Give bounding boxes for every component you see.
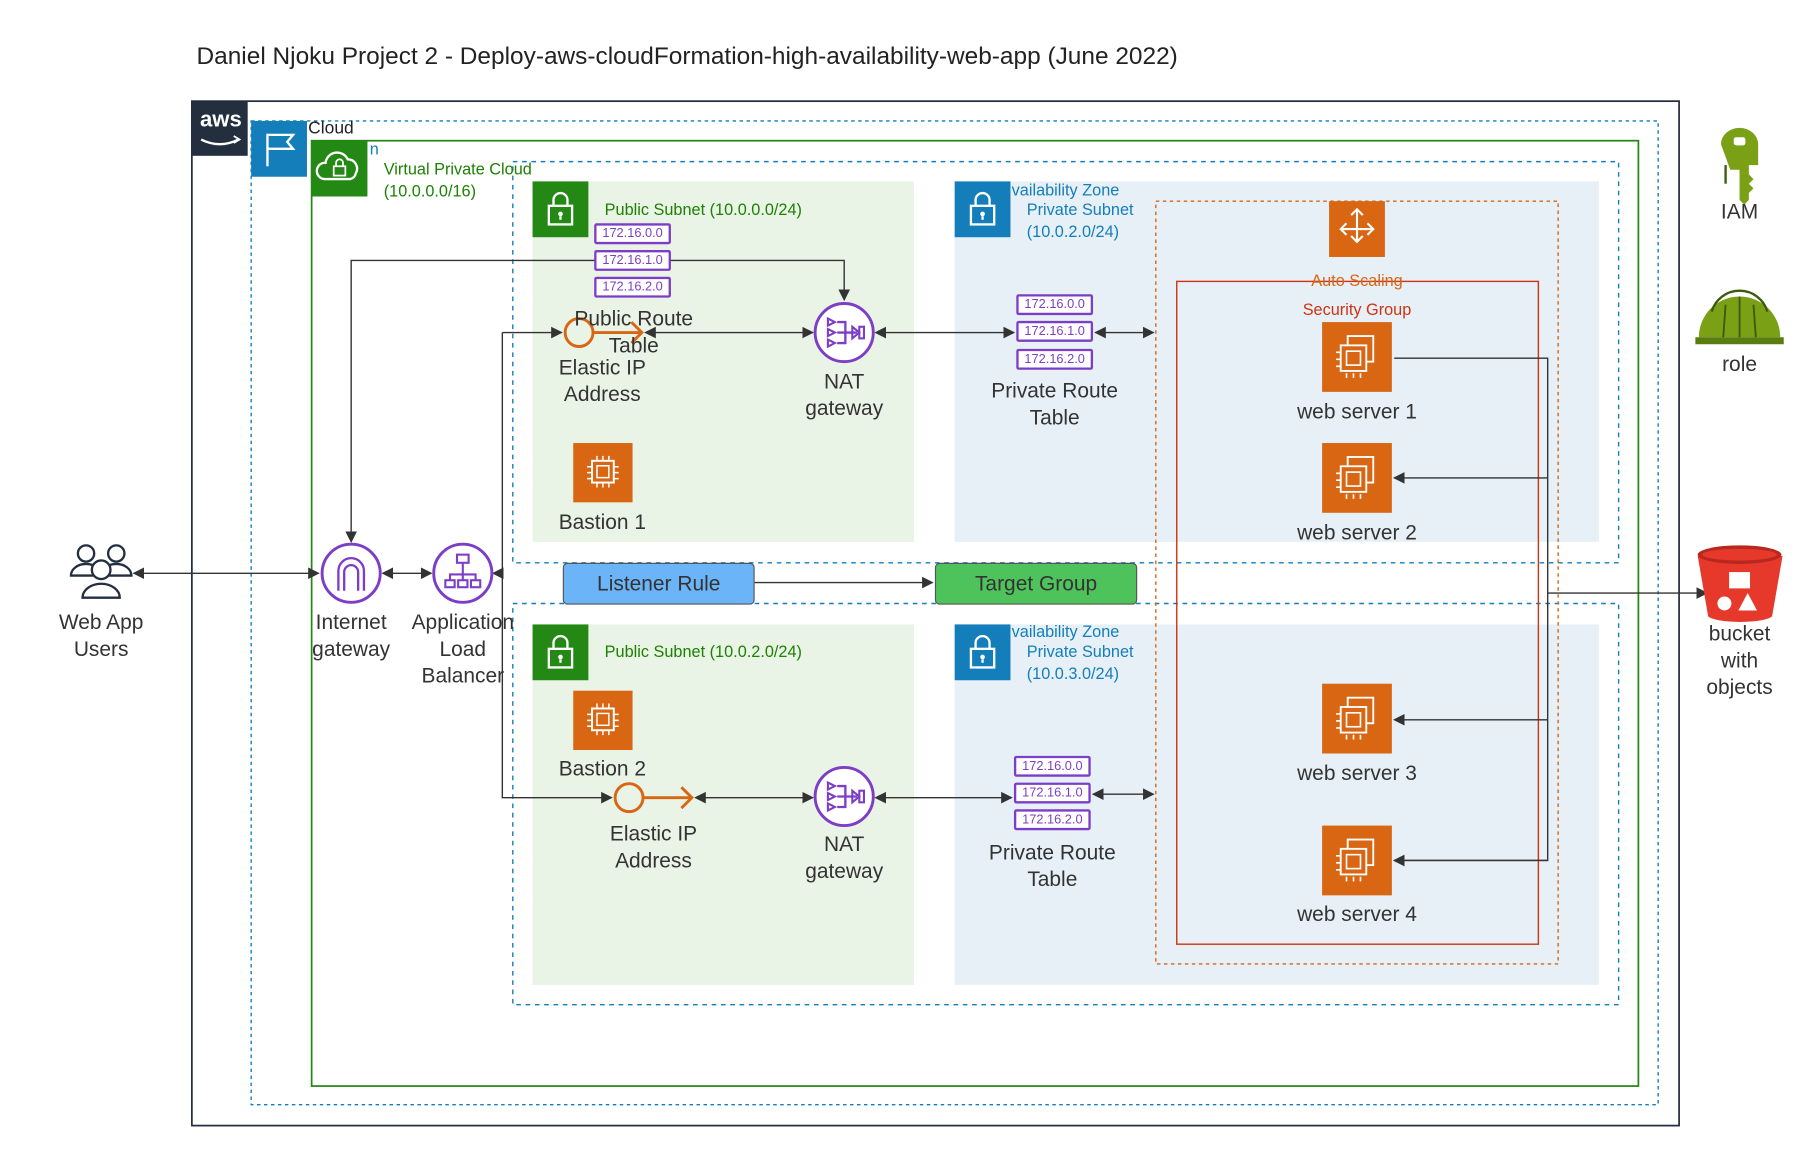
availability-zone-1-label: vailability Zone [1011, 180, 1120, 199]
load-balancer-icon [432, 542, 494, 604]
cloud-label: Cloud [308, 118, 354, 139]
private-subnet-2-label: Private Subnet (10.0.3.0/24) [1026, 641, 1134, 683]
web-server-3-label: web server 3 [1297, 761, 1417, 785]
private-subnet-1-label: Private Subnet (10.0.2.0/24) [1026, 200, 1134, 241]
bastion-2-label: Bastion 2 [558, 756, 646, 781]
elastic-ip-2-label: Elastic IP Address [609, 822, 698, 873]
region-border [250, 120, 1659, 1106]
internet-gateway-icon [320, 542, 382, 604]
public-route-table-label: Public Route Table [574, 306, 694, 357]
target-group-box: Target Group [934, 562, 1138, 605]
private-route-table-2-label: Private Route Table [988, 840, 1116, 891]
subnet-lock-icon [953, 180, 1012, 239]
public-subnet-1-label: Public Subnet (10.0.0.0/24) [604, 200, 802, 219]
iam-key-icon [1720, 127, 1759, 205]
nat-gateway-icon [813, 302, 875, 364]
route-entry: 172.16.1.0 [1013, 782, 1091, 804]
public-subnet-2-label: Public Subnet (10.0.2.0/24) [604, 641, 802, 661]
elastic-ip-1-label: Elastic IP Address [558, 355, 646, 406]
ec2-instance-icon [572, 689, 634, 751]
ec2-instance-icon [1321, 824, 1393, 897]
route-entry: 172.16.0.0 [1013, 755, 1091, 777]
region-label: n [369, 139, 379, 159]
web-app-users-label: Web App Users [58, 610, 144, 661]
bastion-1-label: Bastion 1 [558, 510, 646, 534]
role-helmet-icon [1695, 289, 1784, 345]
vpc-label: Virtual Private Cloud (10.0.0.0/16) [383, 159, 532, 201]
role-label: role [1722, 352, 1757, 376]
ec2-instance-icon [1321, 321, 1393, 393]
auto-scaling-group [1155, 200, 1559, 965]
users-icon [69, 544, 133, 599]
internet-gateway-label: Internet gateway [312, 610, 391, 661]
nat-gateway-icon [813, 765, 875, 828]
route-entry: 172.16.2.0 [1016, 348, 1094, 370]
route-entry: 172.16.0.0 [1016, 294, 1094, 316]
ec2-instance-icon [572, 442, 634, 504]
route-entry: 172.16.1.0 [594, 250, 671, 271]
route-entry: 172.16.1.0 [1016, 320, 1094, 342]
subnet-lock-icon [531, 180, 590, 239]
nat-gateway-1-label: NAT gateway [805, 369, 884, 420]
web-server-2-label: web server 2 [1297, 520, 1417, 545]
private-route-table-1-label: Private Route Table [991, 379, 1119, 430]
ec2-instance-icon [1321, 442, 1393, 514]
nat-gateway-2-label: NAT gateway [805, 832, 884, 883]
web-server-4-label: web server 4 [1297, 902, 1417, 926]
vpc-cloud-lock-icon [311, 140, 368, 197]
vpc-border [310, 139, 1640, 1087]
web-server-1-label: web server 1 [1297, 400, 1417, 424]
aws-logo-icon [191, 101, 248, 156]
route-entry: 172.16.2.0 [594, 276, 671, 298]
region-flag-icon [251, 120, 307, 177]
security-group-label: Security Group [1302, 300, 1412, 319]
security-group-border [1176, 280, 1540, 945]
route-entry: 172.16.0.0 [594, 223, 671, 245]
bucket-label: bucket with objects [1706, 622, 1773, 699]
s3-bucket-icon [1697, 545, 1783, 622]
page-title: Daniel Njoku Project 2 - Deploy-aws-clou… [196, 43, 1178, 70]
availability-zone-2-label: vailability Zone [1011, 622, 1120, 641]
alb-label: Application Load Balancer [411, 610, 514, 688]
subnet-lock-icon [531, 623, 590, 682]
auto-scaling-label: Auto Scaling [1311, 270, 1403, 290]
subnet-lock-icon [953, 623, 1012, 682]
private-subnet-2 [954, 624, 1599, 985]
ec2-instance-icon [1321, 682, 1393, 755]
aws-logo-label: aws [200, 108, 242, 133]
listener-rule-box: Listener Rule [562, 562, 755, 605]
aws-cloud-border [190, 100, 1680, 1127]
auto-scaling-icon [1329, 201, 1385, 257]
iam-label: IAM [1720, 200, 1759, 224]
route-entry: 172.16.2.0 [1013, 809, 1091, 831]
